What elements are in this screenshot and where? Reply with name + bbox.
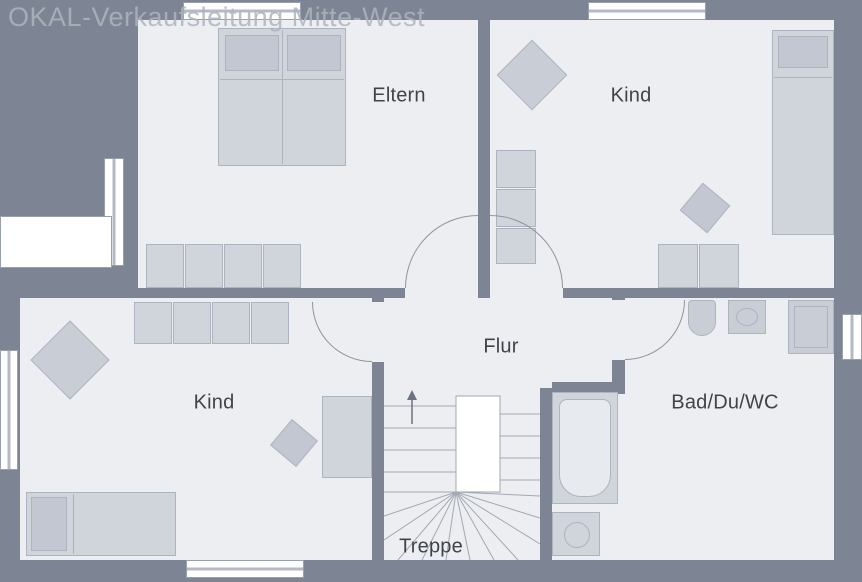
wardrobe-kind-bottom-cell [212, 302, 250, 344]
toilet [688, 300, 716, 336]
exterior-roof-below [0, 216, 112, 268]
bed-eltern [218, 28, 346, 166]
shower-tray [794, 306, 828, 348]
stairs-upper-flight [455, 395, 501, 493]
window-left-kind-bottom [0, 350, 18, 470]
window-right-bad [842, 314, 862, 360]
room-flur-floor [384, 298, 612, 388]
wardrobe-kind-top-cell [699, 244, 739, 288]
cabinet-detail [564, 522, 590, 548]
bath-cabinet [552, 512, 600, 556]
bathtub-basin [559, 399, 611, 497]
pillow [778, 36, 828, 68]
bed-divider [282, 30, 283, 164]
wardrobe-kind-bottom-cell [134, 302, 172, 344]
room-label-bad: Bad/Du/WC [671, 391, 779, 414]
door-opening-bad [612, 300, 625, 360]
room-label-kind-bottom: Kind [193, 391, 235, 414]
pillow [287, 35, 341, 71]
room-label-kind-top: Kind [610, 84, 652, 107]
pillow [31, 497, 67, 551]
bed-kind-bottom [26, 492, 176, 556]
wardrobe-kind-top-cell [658, 244, 698, 288]
room-label-treppe: Treppe [399, 535, 463, 558]
wardrobe-eltern-cell [263, 244, 301, 288]
bathtub [552, 392, 618, 504]
window-bottom-kind [186, 560, 304, 578]
window-top-kind [588, 2, 706, 20]
stairs-direction-arrow-icon [407, 390, 417, 424]
shelf-kind-top-cell [496, 150, 536, 188]
wardrobe-eltern-cell [224, 244, 262, 288]
bed-divider [220, 79, 344, 80]
wardrobe-eltern-cell [146, 244, 184, 288]
door-opening-kind-top [490, 288, 563, 298]
desk-kind-bottom-wall [322, 396, 372, 478]
stairs-diagram [384, 390, 540, 560]
wardrobe-kind-bottom-cell [173, 302, 211, 344]
bed-divider [774, 77, 832, 78]
room-label-flur: Flur [483, 335, 519, 358]
door-opening-eltern [405, 288, 478, 298]
bed-divider [73, 494, 74, 554]
room-label-eltern: Eltern [372, 84, 426, 107]
sink [728, 300, 766, 334]
door-opening-kind-bottom [372, 302, 384, 362]
pillow [225, 35, 279, 71]
sink-basin [736, 308, 758, 326]
wardrobe-eltern-cell [185, 244, 223, 288]
wardrobe-kind-bottom-cell [251, 302, 289, 344]
shower [788, 300, 834, 354]
window-top-eltern [183, 2, 301, 20]
wall-hall-bath [552, 382, 625, 394]
bed-kind-top [772, 30, 834, 235]
